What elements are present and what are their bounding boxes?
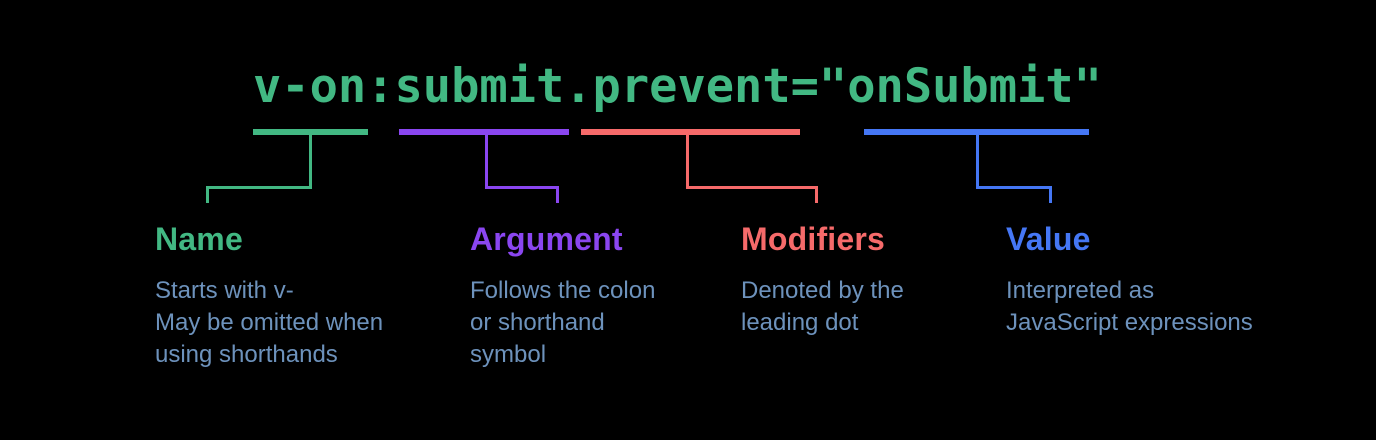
modifiers-connector-elbow — [686, 186, 818, 189]
description-line: using shorthands — [155, 341, 338, 368]
description-line: May be omitted when — [155, 309, 384, 336]
name-connector-tick — [206, 186, 209, 203]
value-connector-elbow — [976, 186, 1052, 189]
description-line: Denoted by the — [741, 277, 904, 304]
modifiers-connector-tick — [815, 186, 818, 203]
modifiers-label: Modifiers — [741, 221, 886, 257]
description-line: leading dot — [741, 309, 859, 336]
name-label: Name — [155, 221, 243, 257]
value-connector-drop — [976, 135, 979, 189]
name-description: Starts with v- May be omitted when using… — [155, 275, 383, 371]
description-line: Follows the colon — [470, 277, 656, 304]
modifiers-underline — [581, 129, 800, 135]
name-connector-drop — [309, 135, 312, 189]
argument-connector-drop — [485, 135, 488, 189]
argument-underline — [399, 129, 569, 135]
modifiers-connector-drop — [686, 135, 689, 189]
argument-description: Follows the colon or shorthand symbol — [470, 275, 655, 371]
value-label: Value — [1006, 221, 1091, 257]
description-line: symbol — [470, 341, 547, 368]
value-underline — [864, 129, 1089, 135]
description-line: Interpreted as — [1006, 277, 1155, 304]
modifiers-description: Denoted by the leading dot — [741, 275, 904, 339]
description-line: Starts with v- — [155, 277, 294, 304]
description-line: JavaScript expressions — [1006, 309, 1253, 336]
name-underline — [253, 129, 368, 135]
value-description: Interpreted as JavaScript expressions — [1006, 275, 1253, 339]
description-line: or shorthand — [470, 309, 605, 336]
argument-connector-elbow — [485, 186, 559, 189]
argument-label: Argument — [470, 221, 623, 257]
name-connector-elbow — [206, 186, 312, 189]
argument-connector-tick — [556, 186, 559, 203]
value-connector-tick — [1049, 186, 1052, 203]
directive-code: v-on:submit.prevent="onSubmit" — [253, 59, 1102, 114]
